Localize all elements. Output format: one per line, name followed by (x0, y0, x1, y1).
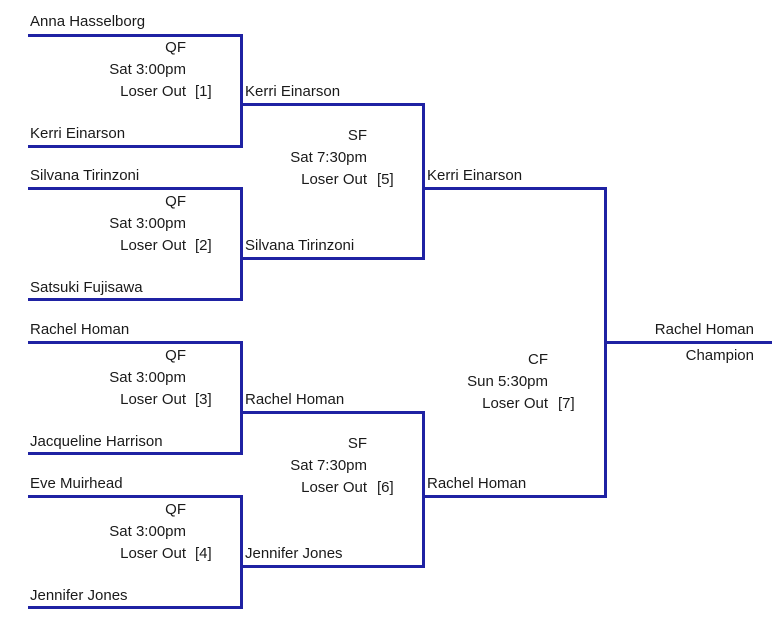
bracket-line (28, 298, 243, 301)
bracket-line (422, 495, 607, 498)
round-label: SF (347, 435, 367, 452)
team-name: Kerri Einarson (30, 125, 126, 142)
team-name: Silvana Tirinzoni (245, 237, 355, 254)
game-number: [2] (195, 237, 212, 254)
team-name: Jennifer Jones (30, 587, 128, 604)
loser-out-label: Loser Out (120, 545, 186, 562)
bracket-line (604, 341, 772, 344)
team-name: Rachel Homan (427, 475, 527, 492)
game-time: Sat 3:00pm (109, 215, 186, 232)
team-name: Rachel Homan (245, 391, 345, 408)
round-label: CF (528, 351, 548, 368)
team-name: Anna Hasselborg (30, 13, 146, 30)
game-time: Sat 3:00pm (109, 369, 186, 386)
game-number: [5] (377, 171, 394, 188)
team-name: Silvana Tirinzoni (30, 167, 140, 184)
game-time: Sat 3:00pm (109, 61, 186, 78)
bracket-line (240, 411, 425, 414)
loser-out-label: Loser Out (120, 391, 186, 408)
team-name: Jennifer Jones (245, 545, 343, 562)
loser-out-label: Loser Out (301, 171, 367, 188)
bracket-line (422, 103, 425, 260)
bracket-line (422, 187, 607, 190)
bracket-line (28, 452, 243, 455)
game-number: [6] (377, 479, 394, 496)
game-number: [7] (558, 395, 575, 412)
round-label: QF (165, 193, 186, 210)
round-label: QF (165, 39, 186, 56)
game-number: [3] (195, 391, 212, 408)
round-label: QF (165, 501, 186, 518)
bracket-line (240, 257, 425, 260)
bracket-line (240, 341, 243, 455)
champion-caption: Champion (685, 347, 754, 364)
round-label: SF (347, 127, 367, 144)
game-time: Sat 3:00pm (109, 523, 186, 540)
game-time: Sat 7:30pm (290, 149, 367, 166)
team-name: Satsuki Fujisawa (30, 279, 143, 296)
bracket-line (240, 187, 243, 301)
loser-out-label: Loser Out (120, 237, 186, 254)
loser-out-label: Loser Out (482, 395, 548, 412)
bracket-line (240, 34, 243, 148)
game-number: [4] (195, 545, 212, 562)
round-label: QF (165, 347, 186, 364)
team-name: Rachel Homan (30, 321, 130, 338)
loser-out-label: Loser Out (301, 479, 367, 496)
bracket-line (240, 565, 425, 568)
bracket-line (240, 103, 425, 106)
bracket-line (28, 34, 243, 37)
bracket-line (28, 341, 243, 344)
team-name: Eve Muirhead (30, 475, 123, 492)
game-number: [1] (195, 83, 212, 100)
bracket-line (28, 187, 243, 190)
game-time: Sat 7:30pm (290, 457, 367, 474)
bracket-line (28, 495, 243, 498)
bracket-line (422, 411, 425, 568)
loser-out-label: Loser Out (120, 83, 186, 100)
champion-name: Rachel Homan (654, 321, 754, 338)
bracket-line (240, 495, 243, 609)
bracket-line (28, 145, 243, 148)
game-time: Sun 5:30pm (467, 373, 548, 390)
team-name: Kerri Einarson (427, 167, 523, 184)
team-name: Jacqueline Harrison (30, 433, 163, 450)
team-name: Kerri Einarson (245, 83, 341, 100)
bracket-line (28, 606, 243, 609)
